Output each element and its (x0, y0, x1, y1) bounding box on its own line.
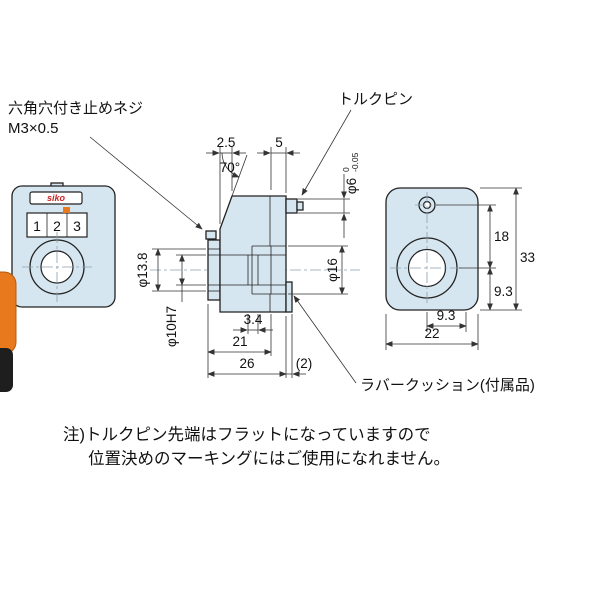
counter-digit: 3 (73, 218, 81, 234)
torque-pin-leader (301, 109, 352, 196)
rear-view (385, 187, 479, 311)
rubber-cushion (285, 281, 293, 313)
rear-view-dimension-lines (385, 187, 522, 350)
photo-orange-knob (0, 271, 17, 355)
dim-label-pin-tol-lower: -0.05 (350, 152, 360, 172)
dim-label-body-length: 21 (232, 334, 247, 349)
brand-logo: siko (47, 193, 66, 203)
callout-torque-pin: トルクピン (338, 91, 413, 108)
dim-label-step-depth: 3.4 (244, 312, 263, 327)
set-screw (205, 230, 217, 240)
photo-dark-base (0, 348, 13, 392)
leader-lines (89, 109, 357, 384)
callout-set-screw-line2: M3×0.5 (8, 120, 58, 137)
callout-rubber-cushion: ラバークッション(付属品) (360, 377, 535, 394)
torque-pin-tip (296, 201, 304, 211)
side-view-dimension-lines (152, 147, 350, 378)
torque-pin-body (285, 198, 298, 214)
dim-label-overall-height: 33 (520, 250, 535, 265)
logo-plate (29, 191, 83, 205)
dim-label-cushion-thickness: (2) (296, 356, 313, 371)
set-screw-leader (89, 136, 203, 230)
dim-label-pin-offset: 5 (275, 135, 283, 150)
product-photo-edge (0, 271, 17, 392)
internal-section-lines (208, 196, 286, 312)
callout-set-screw-line1: 六角穴付き止めネジ (8, 100, 143, 117)
note-line1: 注)トルクピン先端はフラットになっていますので (63, 425, 431, 444)
dim-label-overall-length: 26 (239, 356, 254, 371)
note-line2: 位置決めのマーキングにはご使用になれません。 (88, 449, 450, 468)
dim-label-overall-width: 22 (424, 326, 439, 341)
side-section-view (150, 195, 360, 313)
dim-label-pin-dia-group: φ6 0 -0.05 (341, 152, 360, 194)
counter-digit: 1 (33, 218, 41, 234)
dim-label-hole-pitch: 18 (494, 229, 509, 244)
dim-label-shaft-bore: φ10H7 (164, 306, 179, 347)
dim-label-side-offset: 9.3 (494, 284, 513, 299)
dim-label-bottom-offset: 9.3 (437, 308, 456, 323)
front-view: siko 1 2 3 (11, 182, 116, 308)
dim-label-slope-angle: 70° (220, 160, 240, 175)
dim-label-pin-tol-upper: 0 (341, 167, 351, 172)
rubber-cushion-leader (293, 295, 357, 384)
body-section (219, 195, 287, 313)
dim-label-bore-dia: φ16 (325, 258, 340, 282)
counter-digit: 2 (53, 218, 61, 234)
dim-label-hub-dia: φ13.8 (135, 252, 150, 287)
dim-label-pin-dia: φ6 (344, 178, 359, 194)
dim-label-top-offset: 2.5 (217, 135, 236, 150)
orange-index-mark (63, 207, 70, 213)
